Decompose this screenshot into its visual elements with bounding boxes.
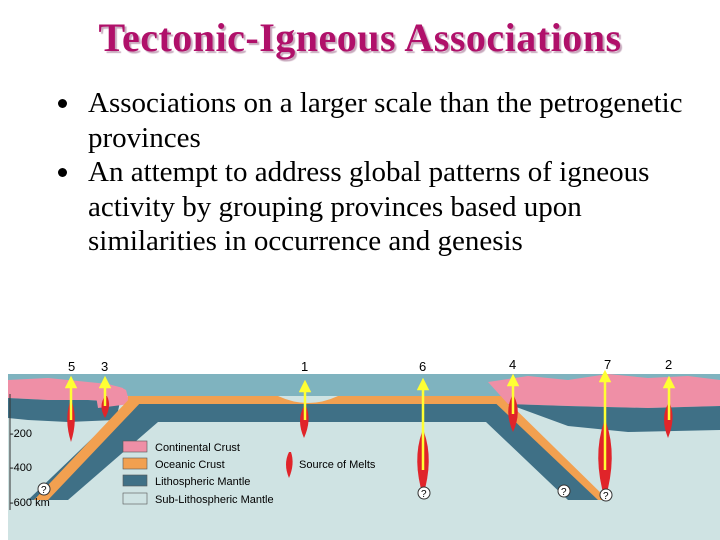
site-number-7: 7 [604,360,611,372]
site-number-6: 6 [419,360,426,374]
legend-label: Continental Crust [155,442,240,454]
bullet-list: Associations on a larger scale than the … [58,86,698,259]
tectonic-cross-section-diagram: 5 3 1 6 4 7 2 -200 -400 -600 km ? ? ? ? … [8,360,720,540]
depth-label-600: -600 km [10,497,50,509]
legend-label: Oceanic Crust [155,459,225,471]
svg-text:?: ? [41,485,47,496]
bullet-dot-icon [58,168,67,177]
site-number-1: 1 [301,360,308,374]
legend-swatch-oceanic-crust [123,458,147,469]
legend-swatch-lithospheric-mantle [123,475,147,486]
bullet-item: Associations on a larger scale than the … [58,86,698,155]
legend-swatch-continental-crust [123,441,147,452]
legend-label-source-of-melts: Source of Melts [299,459,376,471]
site-number-5: 5 [68,360,75,374]
bullet-text: Associations on a larger scale than the … [88,87,683,154]
depth-label-200: -200 [10,428,32,440]
legend-label: Sub-Lithospheric Mantle [155,494,274,506]
bullet-item: An attempt to address global patterns of… [58,155,698,259]
depth-label-400: -400 [10,462,32,474]
svg-text:?: ? [603,491,609,502]
legend-swatch-sub-lithospheric-mantle [123,493,147,504]
site-number-4: 4 [509,360,516,372]
bullet-dot-icon [58,99,67,108]
site-number-3: 3 [101,360,108,374]
site-number-2: 2 [665,360,672,372]
slide-title: Tectonic-Igneous Associations [0,14,720,61]
legend-label: Lithospheric Mantle [155,476,250,488]
svg-text:?: ? [561,487,567,498]
svg-text:?: ? [421,489,427,500]
bullet-text: An attempt to address global patterns of… [88,156,649,257]
